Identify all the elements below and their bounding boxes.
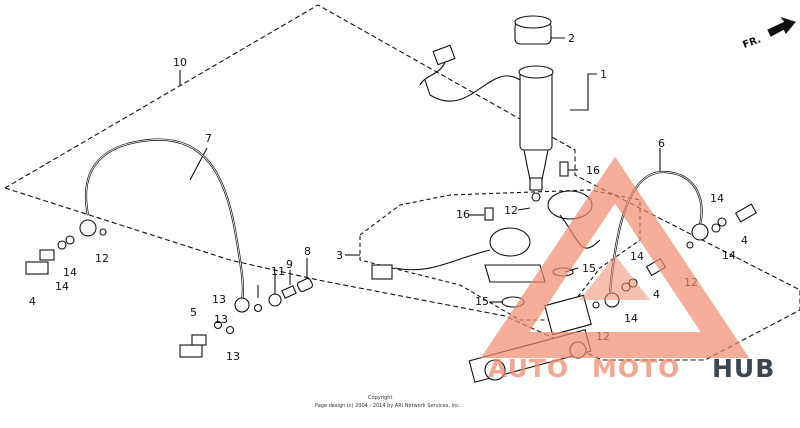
part-label-6: 6 (658, 137, 665, 150)
part-label-13: 13 (226, 350, 240, 363)
watermark-text-moto: MOTO (592, 354, 680, 383)
part-label-1: 1 (600, 68, 607, 81)
part-label-15: 15 (475, 295, 489, 308)
watermark-text-hub: HUB (712, 354, 775, 383)
part-label-11: 11 (271, 265, 285, 278)
pump-connector (432, 44, 456, 66)
part-label-10: 10 (173, 56, 187, 69)
part-label-4: 4 (29, 295, 36, 308)
part-label-3: 3 (336, 249, 343, 262)
part-label-5: 5 (190, 306, 197, 319)
part-label-9: 9 (286, 258, 293, 271)
fuel-hose-7 (84, 138, 245, 301)
subassembly-boundary (359, 189, 641, 321)
part-label-7: 7 (205, 132, 212, 145)
sensor-connector (371, 264, 393, 280)
copyright-line-1: Copyright (368, 395, 392, 401)
copyright-line-2: Page design (c) 2004 - 2014 by ARI Netwo… (315, 403, 461, 409)
part-label-16: 16 (586, 164, 600, 177)
watermark-logo (480, 156, 750, 358)
assembly-boundary (4, 4, 800, 361)
part-label-16: 16 (456, 208, 470, 221)
part-label-13: 13 (212, 293, 226, 306)
part-label-14: 14 (55, 280, 69, 293)
part-number-labels: 1234445678910111212121213131314141414141… (29, 32, 748, 363)
fuel-pump-body (519, 69, 553, 151)
part-label-14: 14 (722, 249, 736, 262)
part-label-14: 14 (630, 250, 644, 263)
part-label-13: 13 (214, 313, 228, 326)
part-label-14: 14 (710, 192, 724, 205)
part-label-4: 4 (741, 234, 748, 247)
part-label-12: 12 (95, 252, 109, 265)
watermark-text-auto: AUTO (488, 354, 569, 383)
front-direction-arrow (767, 16, 796, 37)
part-label-2: 2 (568, 32, 575, 45)
part-label-15: 15 (582, 262, 596, 275)
part-label-12: 12 (504, 204, 518, 217)
part-label-8: 8 (304, 245, 311, 258)
part-label-14: 14 (63, 266, 77, 279)
part-label-4: 4 (653, 288, 660, 301)
part-label-14: 14 (624, 312, 638, 325)
front-direction-label: FR. (741, 34, 762, 51)
